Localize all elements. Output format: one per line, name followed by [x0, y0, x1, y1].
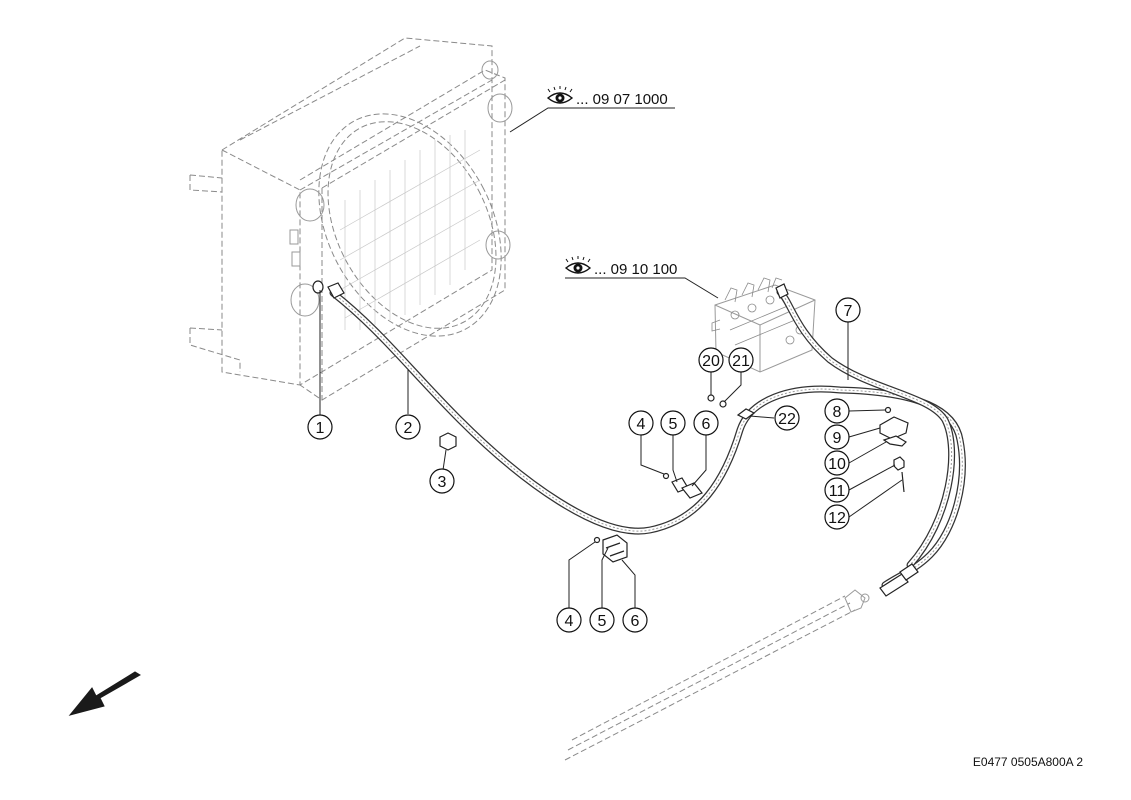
callout-5-upper: 5	[660, 410, 686, 436]
eye-icon	[564, 256, 592, 274]
callout-label: 1	[316, 420, 325, 437]
reference-1: ... 09 07 1000	[509, 86, 675, 133]
callout-22: 22	[774, 405, 800, 431]
callout-7: 7	[835, 297, 861, 323]
hose-fittings	[312, 280, 919, 597]
direction-arrow-icon	[68, 671, 141, 716]
callouts: 1 2 3 4 5 6 4 5 6 7 8 9 10 11 12 20 21 2…	[307, 297, 861, 633]
callout-4-upper: 4	[628, 410, 654, 436]
callout-4-lower: 4	[556, 607, 582, 633]
callout-label: 10	[828, 456, 846, 473]
callout-label: 4	[565, 613, 574, 630]
callout-label: 5	[598, 613, 607, 630]
callout-12: 12	[824, 504, 850, 530]
callout-5-lower: 5	[589, 607, 615, 633]
callout-label: 7	[844, 303, 853, 320]
callout-21: 21	[728, 347, 754, 373]
callout-label: 8	[833, 404, 842, 421]
callout-label: 12	[828, 510, 846, 527]
callout-label: 3	[438, 474, 447, 491]
reference-2-text: ... 09 10 100	[594, 261, 677, 278]
callout-9: 9	[824, 424, 850, 450]
callout-label: 21	[732, 353, 750, 370]
reference-1-text: ... 09 07 1000	[576, 91, 668, 108]
callout-2: 2	[395, 414, 421, 440]
callout-20: 20	[698, 347, 724, 373]
callout-1: 1	[307, 414, 333, 440]
callout-6-upper: 6	[693, 410, 719, 436]
callout-3: 3	[429, 468, 455, 494]
callout-label: 9	[833, 430, 842, 447]
shaft-outline	[564, 589, 870, 761]
callout-label: 6	[631, 613, 640, 630]
callout-6-lower: 6	[622, 607, 648, 633]
callout-label: 22	[778, 411, 796, 428]
callout-label: 6	[702, 416, 711, 433]
drawing-code: E0477 0505A800A 2	[973, 755, 1083, 769]
callout-label: 11	[829, 483, 846, 500]
callout-label: 2	[404, 420, 413, 437]
callout-label: 20	[702, 353, 720, 370]
leader-lines	[319, 290, 903, 608]
callout-label: 4	[637, 416, 646, 433]
hose-2	[329, 289, 966, 589]
callout-label: 5	[669, 416, 678, 433]
reference-2: ... 09 10 100	[564, 256, 719, 299]
eye-icon	[546, 86, 574, 104]
callout-8: 8	[824, 398, 850, 424]
callout-10: 10	[824, 450, 850, 476]
hose-7	[776, 288, 956, 569]
callout-11: 11	[824, 477, 850, 503]
radiator-outline	[189, 37, 513, 401]
